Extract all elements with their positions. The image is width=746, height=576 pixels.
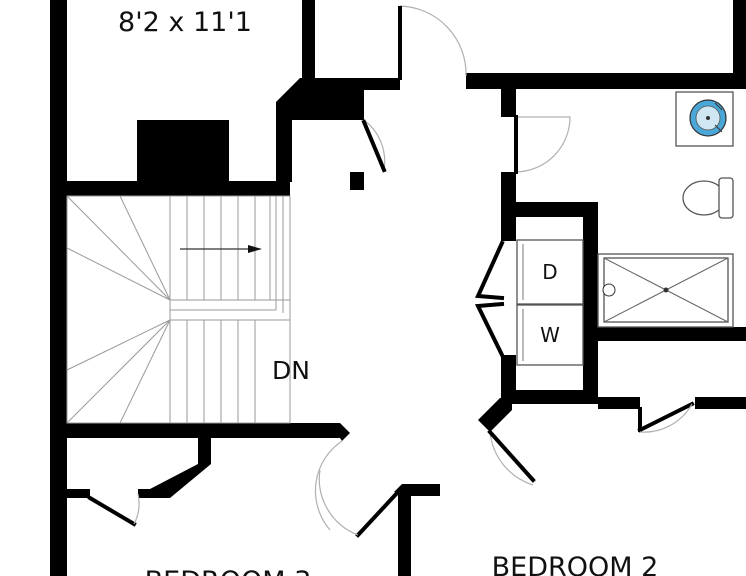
laundry-bottom-wall [501,390,598,404]
hall-door-swing [399,5,467,77]
washer-label: W [540,323,560,347]
bathroom-bottom-wall [598,327,746,341]
laundry-appliances [516,239,584,366]
bedroom3-closet-right-wall [198,438,211,464]
top-room-dimensions-label: 8'2 x 11'1 [118,7,252,38]
bedroom3-door-leaf [355,489,401,538]
closet-wall [276,78,400,182]
closet-side-wall [350,90,364,120]
stairs-bottom-wall-corner [330,423,350,441]
laundry-left-wall-upper [501,217,516,241]
laundry-left-wall-lower [501,355,516,395]
dryer-label: D [542,260,557,284]
laundry-bifold-door-upper [475,240,505,301]
staircase [66,195,291,424]
bathroom-left-wall [501,89,516,117]
dryer-unit [516,239,584,305]
walls [50,0,746,576]
bedroom2-door-leaf [487,429,536,483]
bedroom-divider-corner [394,484,440,496]
bathroom-top-wall [466,73,746,89]
bathroom-fixtures [597,91,734,328]
top-room-bottom-wall [50,181,290,196]
washer-unit [516,304,584,366]
laundry-bifold-door-lower [474,301,505,358]
right-exterior-wall-top [733,0,746,89]
bedroom-divider-wall [398,490,411,576]
doors [87,5,695,538]
chimney-block [137,120,229,182]
bedroom3-closet-bottom-wall [60,489,90,498]
stairs-down-label: DN [272,356,310,385]
laundry-right-wall [583,202,598,402]
bedroom3-closet-door-leaf [87,495,137,527]
bedroom2-top-wall-left [598,397,640,409]
hall-corner-wall [478,398,512,432]
toilet-tank [718,177,734,219]
bedroom-3-label: BEDROOM 3 [145,566,312,576]
stair-outline [66,195,291,424]
shower-valve [602,283,616,297]
bedroom-2-label: BEDROOM 2 [492,552,659,576]
stairs-bottom-wall [50,423,340,438]
bedroom3-closet-stub [138,489,164,498]
laundry-top-wall [501,202,598,217]
bedroom2-top-wall-right [695,397,746,409]
bedroom3-closet-angle-wall [150,464,211,498]
closet-door-leaf [361,119,387,173]
closet-lower-wall [350,172,364,190]
top-room-right-wall [302,0,315,78]
